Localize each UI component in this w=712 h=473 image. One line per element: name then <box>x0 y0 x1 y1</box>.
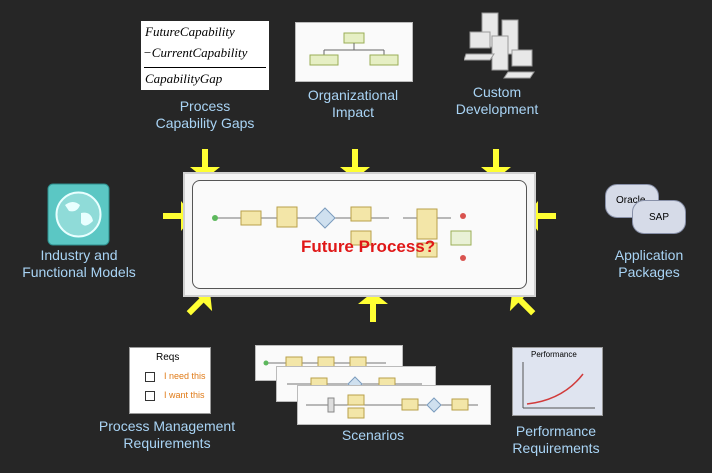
perf-title: Performance <box>531 350 577 359</box>
label-capability-gaps: Process Capability Gaps <box>155 98 255 131</box>
label-pm-requirements: Process Management Requirements <box>98 418 236 451</box>
scenario-flow-icon-1 <box>263 356 386 369</box>
reqs-item-want: I want this <box>164 390 205 400</box>
process-flow-graphic <box>212 206 472 261</box>
org-chart-icon <box>309 32 399 66</box>
computers-icon <box>464 12 535 79</box>
formula-line1: FutureCapability <box>145 24 235 39</box>
process-diagram: Future Process? <box>192 180 527 289</box>
org-chart-thumbnail <box>295 22 413 82</box>
requirements-card: Reqs I need this I want this <box>129 347 211 414</box>
globe-icon <box>47 183 110 246</box>
label-org-impact: Organizational Impact <box>307 87 399 120</box>
label-app-packages: Application Packages <box>614 247 684 280</box>
future-process-title: Future Process? <box>301 237 436 256</box>
label-scenarios: Scenarios <box>341 427 405 443</box>
checkbox-need <box>145 372 155 382</box>
label-perf-requirements: Performance Requirements <box>512 423 600 456</box>
formula-rule <box>144 67 266 68</box>
future-process-panel: Future Process? <box>183 172 536 297</box>
label-custom-dev: Custom Development <box>455 84 539 117</box>
performance-card: Performance <box>512 347 603 416</box>
reqs-item-need: I need this <box>164 371 206 381</box>
formula-line2: −CurrentCapability <box>143 45 248 60</box>
label-industry-models: Industry and Functional Models <box>22 247 136 280</box>
checkbox-want <box>145 391 155 401</box>
sap-bubble: SAP <box>632 200 686 234</box>
scenario-card-3 <box>297 385 491 425</box>
capability-gap-formula: FutureCapability −CurrentCapability Capa… <box>141 21 269 90</box>
reqs-title: Reqs <box>156 352 180 363</box>
formula-result: CapabilityGap <box>145 71 223 86</box>
performance-curve <box>522 362 595 409</box>
scenario-flow-icon-3 <box>306 394 478 419</box>
